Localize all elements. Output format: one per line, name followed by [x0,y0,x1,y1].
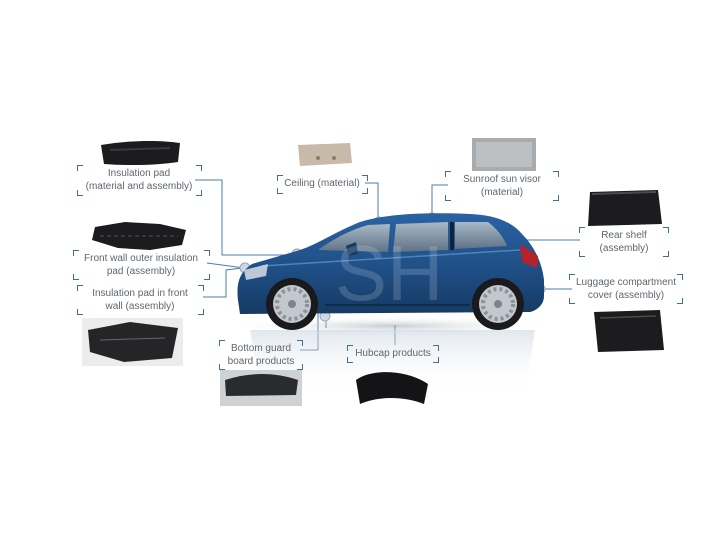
label-front-wall-outer-insulation-pad: Front wall outer insulation pad (assembl… [84,253,198,277]
car-rear-window [455,222,507,249]
label-hubcap-products: Hubcap products [355,348,431,359]
leader-insulation-pad [195,179,296,256]
label-rear-shelf: Rear shelf (assembly) [599,230,649,254]
luggage-cover-thumbnail [594,310,664,352]
car-reflection [250,330,535,395]
bottom-guard-thumbnail [220,370,302,406]
watermark: SH [335,229,443,317]
hubcap-thumbnail [356,372,428,404]
label-insulation-pad: Insulation pad (material and assembly) [85,168,193,192]
rear-shelf-thumbnail [588,190,662,226]
insulation-front-wall-thumbnail [82,318,183,366]
car-taillight [520,244,538,268]
rear-wheel [472,278,524,330]
car-pillar [450,222,454,250]
leader-sunroof [431,184,448,216]
sunroof-visor-thumbnail [472,138,536,171]
car-front-window [393,222,448,252]
car-body-highlight [261,249,521,267]
leader-ceiling [365,182,379,218]
label-sunroof-sun-visor: Sunroof sun visor (material) [463,174,541,198]
leader-front-wall-outer [206,262,245,269]
front-wheel [266,278,318,330]
label-insulation-pad-in-front-wall: Insulation pad in front wall (assembly) [92,288,188,312]
label-bottom-guard-board-products: Bottom guard board products [227,343,295,367]
ceiling-thumbnail [298,143,352,166]
label-luggage-compartment-cover: Luggage compartment cover (assembly) [575,277,677,301]
car-mirror [346,242,358,256]
car-headlight [244,264,268,280]
front-wall-outer-thumbnail [92,222,186,250]
label-ceiling: Ceiling (material) [284,178,360,189]
car-windshield [318,224,390,252]
insulation-pad-thumbnail [101,140,180,166]
